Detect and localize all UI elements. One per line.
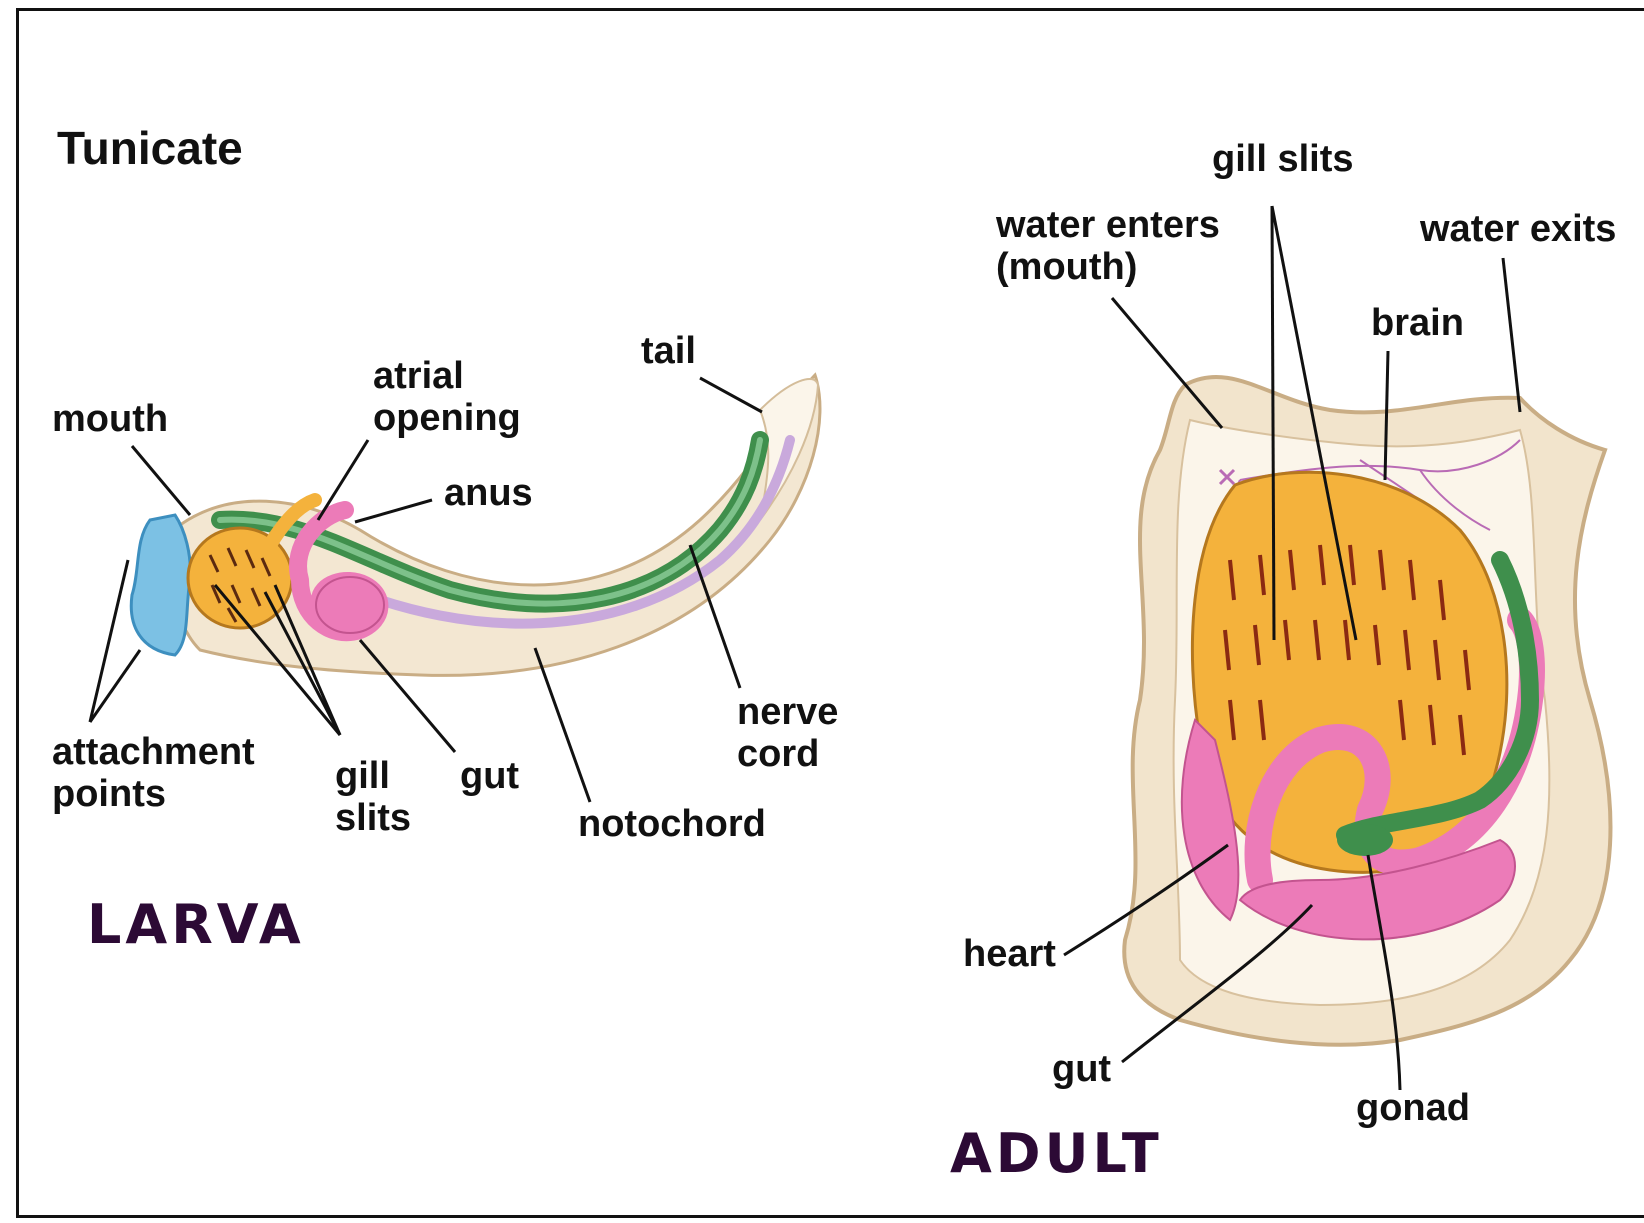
larva-label-notochord: notochord [578,803,766,845]
adult-label-brain: brain [1371,302,1464,344]
diagram-title: Tunicate [57,122,243,174]
larva-label-atrial-opening: atrial opening [373,355,521,439]
adult-label-water-enters: water enters (mouth) [996,204,1220,288]
adult-stage-label: ADULT [950,1124,1163,1184]
larva-label-attachment-points: attachment points [52,731,255,815]
larva-stage-label: LARVA [87,895,305,955]
adult-label-gut: gut [1052,1048,1111,1090]
larva-label-gill-slits: gill slits [335,755,411,839]
larva-label-tail: tail [641,330,696,372]
larva-label-anus: anus [444,472,533,514]
larva-attachment-points [131,515,190,655]
adult-drawing [1124,377,1610,1045]
adult-label-heart: heart [963,933,1056,975]
adult-label-gonad: gonad [1356,1087,1470,1129]
larva-label-gut: gut [460,755,519,797]
larva-label-nerve-cord: nerve cord [737,691,838,775]
larva-label-mouth: mouth [52,398,168,440]
adult-label-water-exits: water exits [1420,208,1616,250]
adult-label-gill-slits: gill slits [1212,138,1353,180]
